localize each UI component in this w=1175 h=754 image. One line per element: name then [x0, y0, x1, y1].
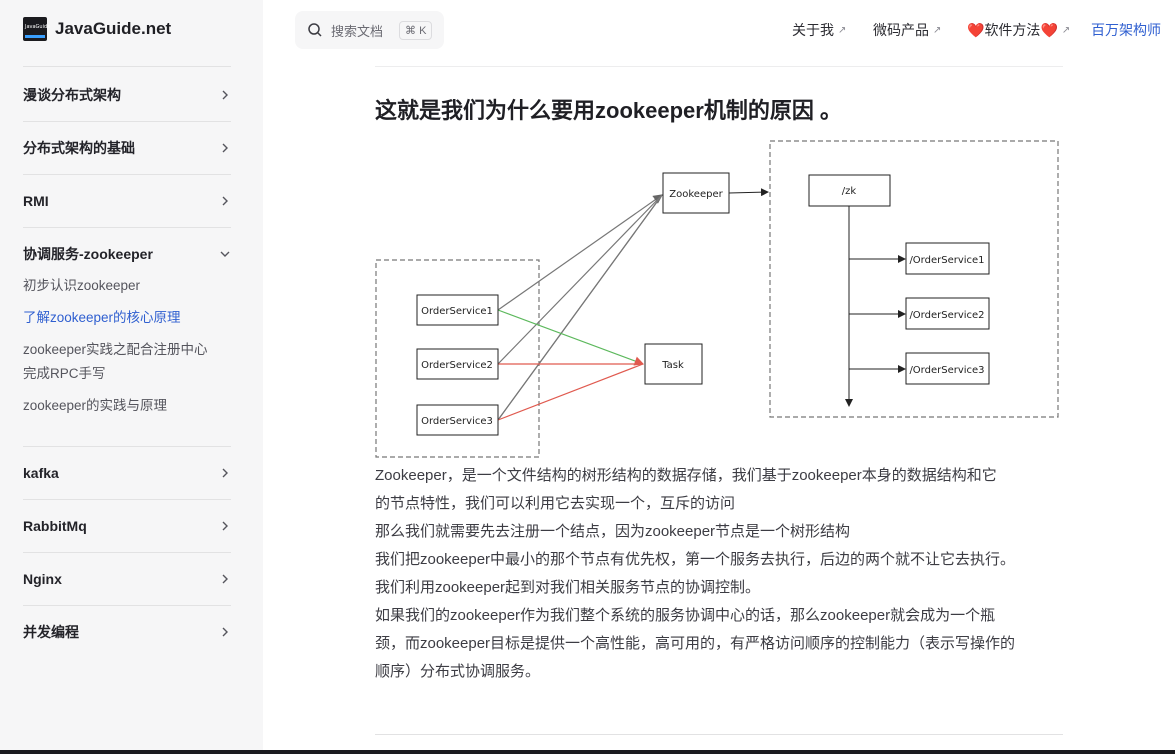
paragraph-line: 那么我们就需要先去注册一个结点，因为zookeeper节点是一个树形结构 [375, 523, 851, 540]
paragraph-line: Zookeeper，是一个文件结构的树形结构的数据存储，我们基于zookeepe… [375, 467, 997, 484]
sidebar-divider [23, 227, 231, 228]
service-box [416, 348, 499, 380]
paragraph-line: 颈，而zookeeper目标是提供一个高性能，高可用的，有严格访问顺序的控制能力… [375, 635, 1016, 652]
header-divider [375, 66, 1063, 67]
zookeeper-box [662, 172, 730, 214]
nav-link-label: 百万架构师 [1091, 22, 1161, 38]
sidebar-item-zookeeper-rpc-cont[interactable]: 完成RPC手写 [23, 366, 106, 381]
sidebar-section-label: RMI [23, 193, 49, 209]
service-label: OrderService2 [421, 360, 493, 371]
zookeeper-label: Zookeeper [669, 189, 723, 200]
chevron-right-icon[interactable] [219, 195, 231, 207]
sidebar-section-label: 并发编程 [23, 624, 79, 640]
chevron-right-icon[interactable] [219, 626, 231, 638]
sidebar-divider [23, 552, 231, 553]
nav-link-about[interactable]: 关于我 ↗ [792, 20, 846, 40]
sidebar-divider [23, 605, 231, 606]
services-group [375, 259, 540, 458]
external-link-icon: ↗ [1061, 24, 1071, 36]
paragraph-line: 的节点特性，我们可以利用它去实现一个，互斥的访问 [375, 495, 736, 512]
chevron-right-icon[interactable] [219, 89, 231, 101]
chevron-right-icon[interactable] [219, 573, 231, 585]
chevron-right-icon[interactable] [219, 467, 231, 479]
zookeeper-diagram: Zookeeper Task OrderService1 OrderServic… [375, 140, 1059, 458]
heart-icon: ❤️ [967, 21, 985, 38]
zk-root-label: /zk [842, 186, 857, 197]
heart-icon: ❤️ [1040, 21, 1058, 38]
chevron-down-icon[interactable] [219, 248, 231, 260]
sidebar-section-label: 分布式架构的基础 [23, 140, 135, 156]
zk-node-box [905, 352, 990, 385]
sidebar-section-rabbitmq[interactable]: RabbitMq [23, 514, 231, 538]
zk-node-label: /OrderService3 [909, 365, 984, 376]
service-label: OrderService3 [421, 416, 493, 427]
sidebar-divider [23, 174, 231, 175]
zk-node-label: /OrderService1 [909, 255, 984, 266]
sidebar-section-distributed-basics[interactable]: 分布式架构的基础 [23, 136, 231, 160]
sidebar-section-concurrency[interactable]: 并发编程 [23, 620, 231, 644]
logo-icon: JavaGuide [23, 17, 51, 41]
zk-root-box [808, 174, 891, 207]
task-box [644, 343, 703, 385]
service-box [416, 404, 499, 436]
sidebar-section-label: RabbitMq [23, 518, 87, 534]
sidebar-divider [23, 499, 231, 500]
sidebar-section-rmi[interactable]: RMI [23, 189, 231, 213]
external-link-icon: ↗ [933, 24, 942, 36]
nav-link-label: 关于我 [792, 22, 834, 38]
sidebar-divider [23, 446, 231, 447]
sidebar: JavaGuide JavaGuide.net 漫谈分布式架构 分布式架构的基础… [0, 0, 263, 754]
sidebar-section-label: 漫谈分布式架构 [23, 87, 121, 103]
sidebar-divider [23, 121, 231, 122]
sidebar-divider [23, 66, 231, 67]
sidebar-item-zookeeper-core[interactable]: 了解zookeeper的核心原理 [23, 310, 181, 325]
sidebar-section-distributed-intro[interactable]: 漫谈分布式架构 [23, 83, 231, 107]
nav-link-software[interactable]: ❤️软件方法❤️↗ [967, 20, 1070, 40]
article-heading: 这就是我们为什么要用zookeeper机制的原因 。 [375, 98, 842, 123]
sidebar-item-zookeeper-intro[interactable]: 初步认识zookeeper [23, 278, 141, 293]
task-label: Task [661, 360, 684, 371]
nav-link-label: 微码产品 [873, 22, 929, 38]
zk-node-box [905, 242, 990, 275]
zk-node-label: /OrderService2 [909, 310, 984, 321]
logo-mark-text: JavaGuide [25, 24, 51, 30]
sidebar-item-zookeeper-practice[interactable]: zookeeper的实践与原理 [23, 398, 168, 413]
nav-link-label: 软件方法 [984, 22, 1041, 38]
sidebar-item-zookeeper-rpc[interactable]: zookeeper实践之配合注册中心 [23, 342, 208, 357]
chevron-right-icon[interactable] [219, 520, 231, 532]
zk-tree-group [769, 140, 1059, 418]
search-shortcut: ⌘ K [399, 20, 433, 40]
sidebar-section-nginx[interactable]: Nginx [23, 567, 231, 591]
nav-link-architect[interactable]: 百万架构师 [1091, 20, 1161, 40]
sidebar-section-label: 协调服务-zookeeper [23, 246, 153, 262]
search-placeholder: 搜索文档 [331, 23, 384, 39]
sidebar-section-label: Nginx [23, 571, 62, 587]
sidebar-section-kafka[interactable]: kafka [23, 461, 231, 485]
content-divider [375, 734, 1063, 735]
service-box [416, 294, 499, 326]
paragraph-line: 顺序）分布式协调服务。 [375, 663, 541, 680]
window-bottom-edge [0, 750, 1175, 754]
chevron-right-icon[interactable] [219, 142, 231, 154]
sidebar-section-label: kafka [23, 465, 59, 481]
paragraph-line: 如果我们的zookeeper作为我们整个系统的服务协调中心的话，那么zookee… [375, 607, 996, 624]
search-icon [308, 23, 322, 37]
paragraph-line: 我们利用zookeeper起到对我们相关服务节点的协调控制。 [375, 579, 761, 596]
zk-node-box [905, 297, 990, 330]
site-title[interactable]: JavaGuide.net [55, 19, 172, 38]
sidebar-section-zookeeper[interactable]: 协调服务-zookeeper [23, 242, 231, 266]
paragraph-line: 我们把zookeeper中最小的那个节点有优先权，第一个服务去执行，后边的两个就… [375, 551, 1016, 568]
search-button[interactable]: 搜索文档 ⌘ K [295, 11, 444, 49]
site-logo[interactable]: JavaGuide JavaGuide.net [23, 17, 171, 41]
external-link-icon: ↗ [838, 24, 847, 36]
article-body: Zookeeper，是一个文件结构的树形结构的数据存储，我们基于zookeepe… [375, 462, 1065, 686]
nav-link-products[interactable]: 微码产品 ↗ [873, 20, 941, 40]
service-label: OrderService1 [421, 306, 493, 317]
